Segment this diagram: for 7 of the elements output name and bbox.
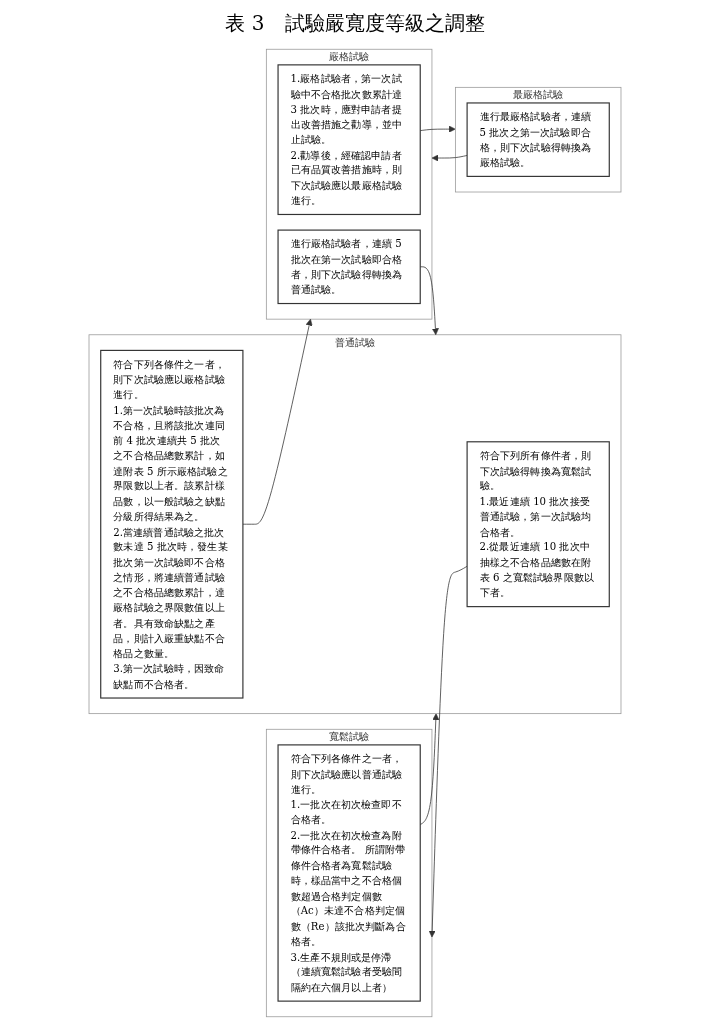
node-box: 符合下列所有條件者，則下次試驗得轉換為寬鬆試驗。 1.最近連續 10 批次接受普通試驗，第一次試驗均合格者。 2.從最近連續 10 批次中抽樣之不合格品總數在附表 6 之寬鬆試驗界限數以下者。 — [466, 441, 610, 608]
node-box: 進行最嚴格試驗者，連續 5 批次之第一次試驗即合格，則下次試驗得轉換為嚴格試驗。 — [466, 102, 610, 177]
node-box: 符合下列各條件之一者，則下次試驗應以普通試驗進行。 1.一批次在初次檢查即不合格者。 2.一批次在初次檢查為附帶條件合格者。 所謂附帶條件合格者為寬鬆試驗時，樣品當中之不合格個數超過合格判定個數（Ac）未達不合格判定個數（Re）該批次判斷為合格者。 3.生產不規則或是停滯（連續寬鬆試驗者受驗間隔約在六個月以上者） — [277, 744, 421, 1002]
node-box: 1.嚴格試驗者，第一次試驗中不合格批次數累計達 3 批次時，應對申請者提出改善措施之勸導，並中止試驗。 2.勸導後，經確認申請者已有品質改善措施時，則下次試驗應以最嚴格試驗進行。 — [277, 64, 421, 216]
table-title: 表 3 試驗嚴寬度等級之調整 — [224, 10, 486, 37]
node-box: 進行嚴格試驗者，連續 5 批次在第一次試驗即合格者，則下次試驗得轉換為普通試驗。 — [277, 229, 421, 305]
node-box: 符合下列各條件之一者，則下次試驗應以嚴格試驗進行。 1.第一次試驗時該批次為不合格，且將該批次連同前 4 批次連續共 5 批次之不合格品總數累計，如達附表 5 所示嚴格試驗之界限數以上者。該累計樣品數，以一般試驗之缺點分級所得結果為之。 2.當連續普通試驗之批次數未達 5 批次時，發生某批次第一次試驗即不合格之情形，將連續普通試驗之不合格品總數累計，達嚴格試驗之界限數值以上者。具有致命缺點之產品，則計入嚴重缺點不合格品之數量。 3.第一次試驗時，因致命缺點而不合格者。 — [100, 349, 244, 699]
